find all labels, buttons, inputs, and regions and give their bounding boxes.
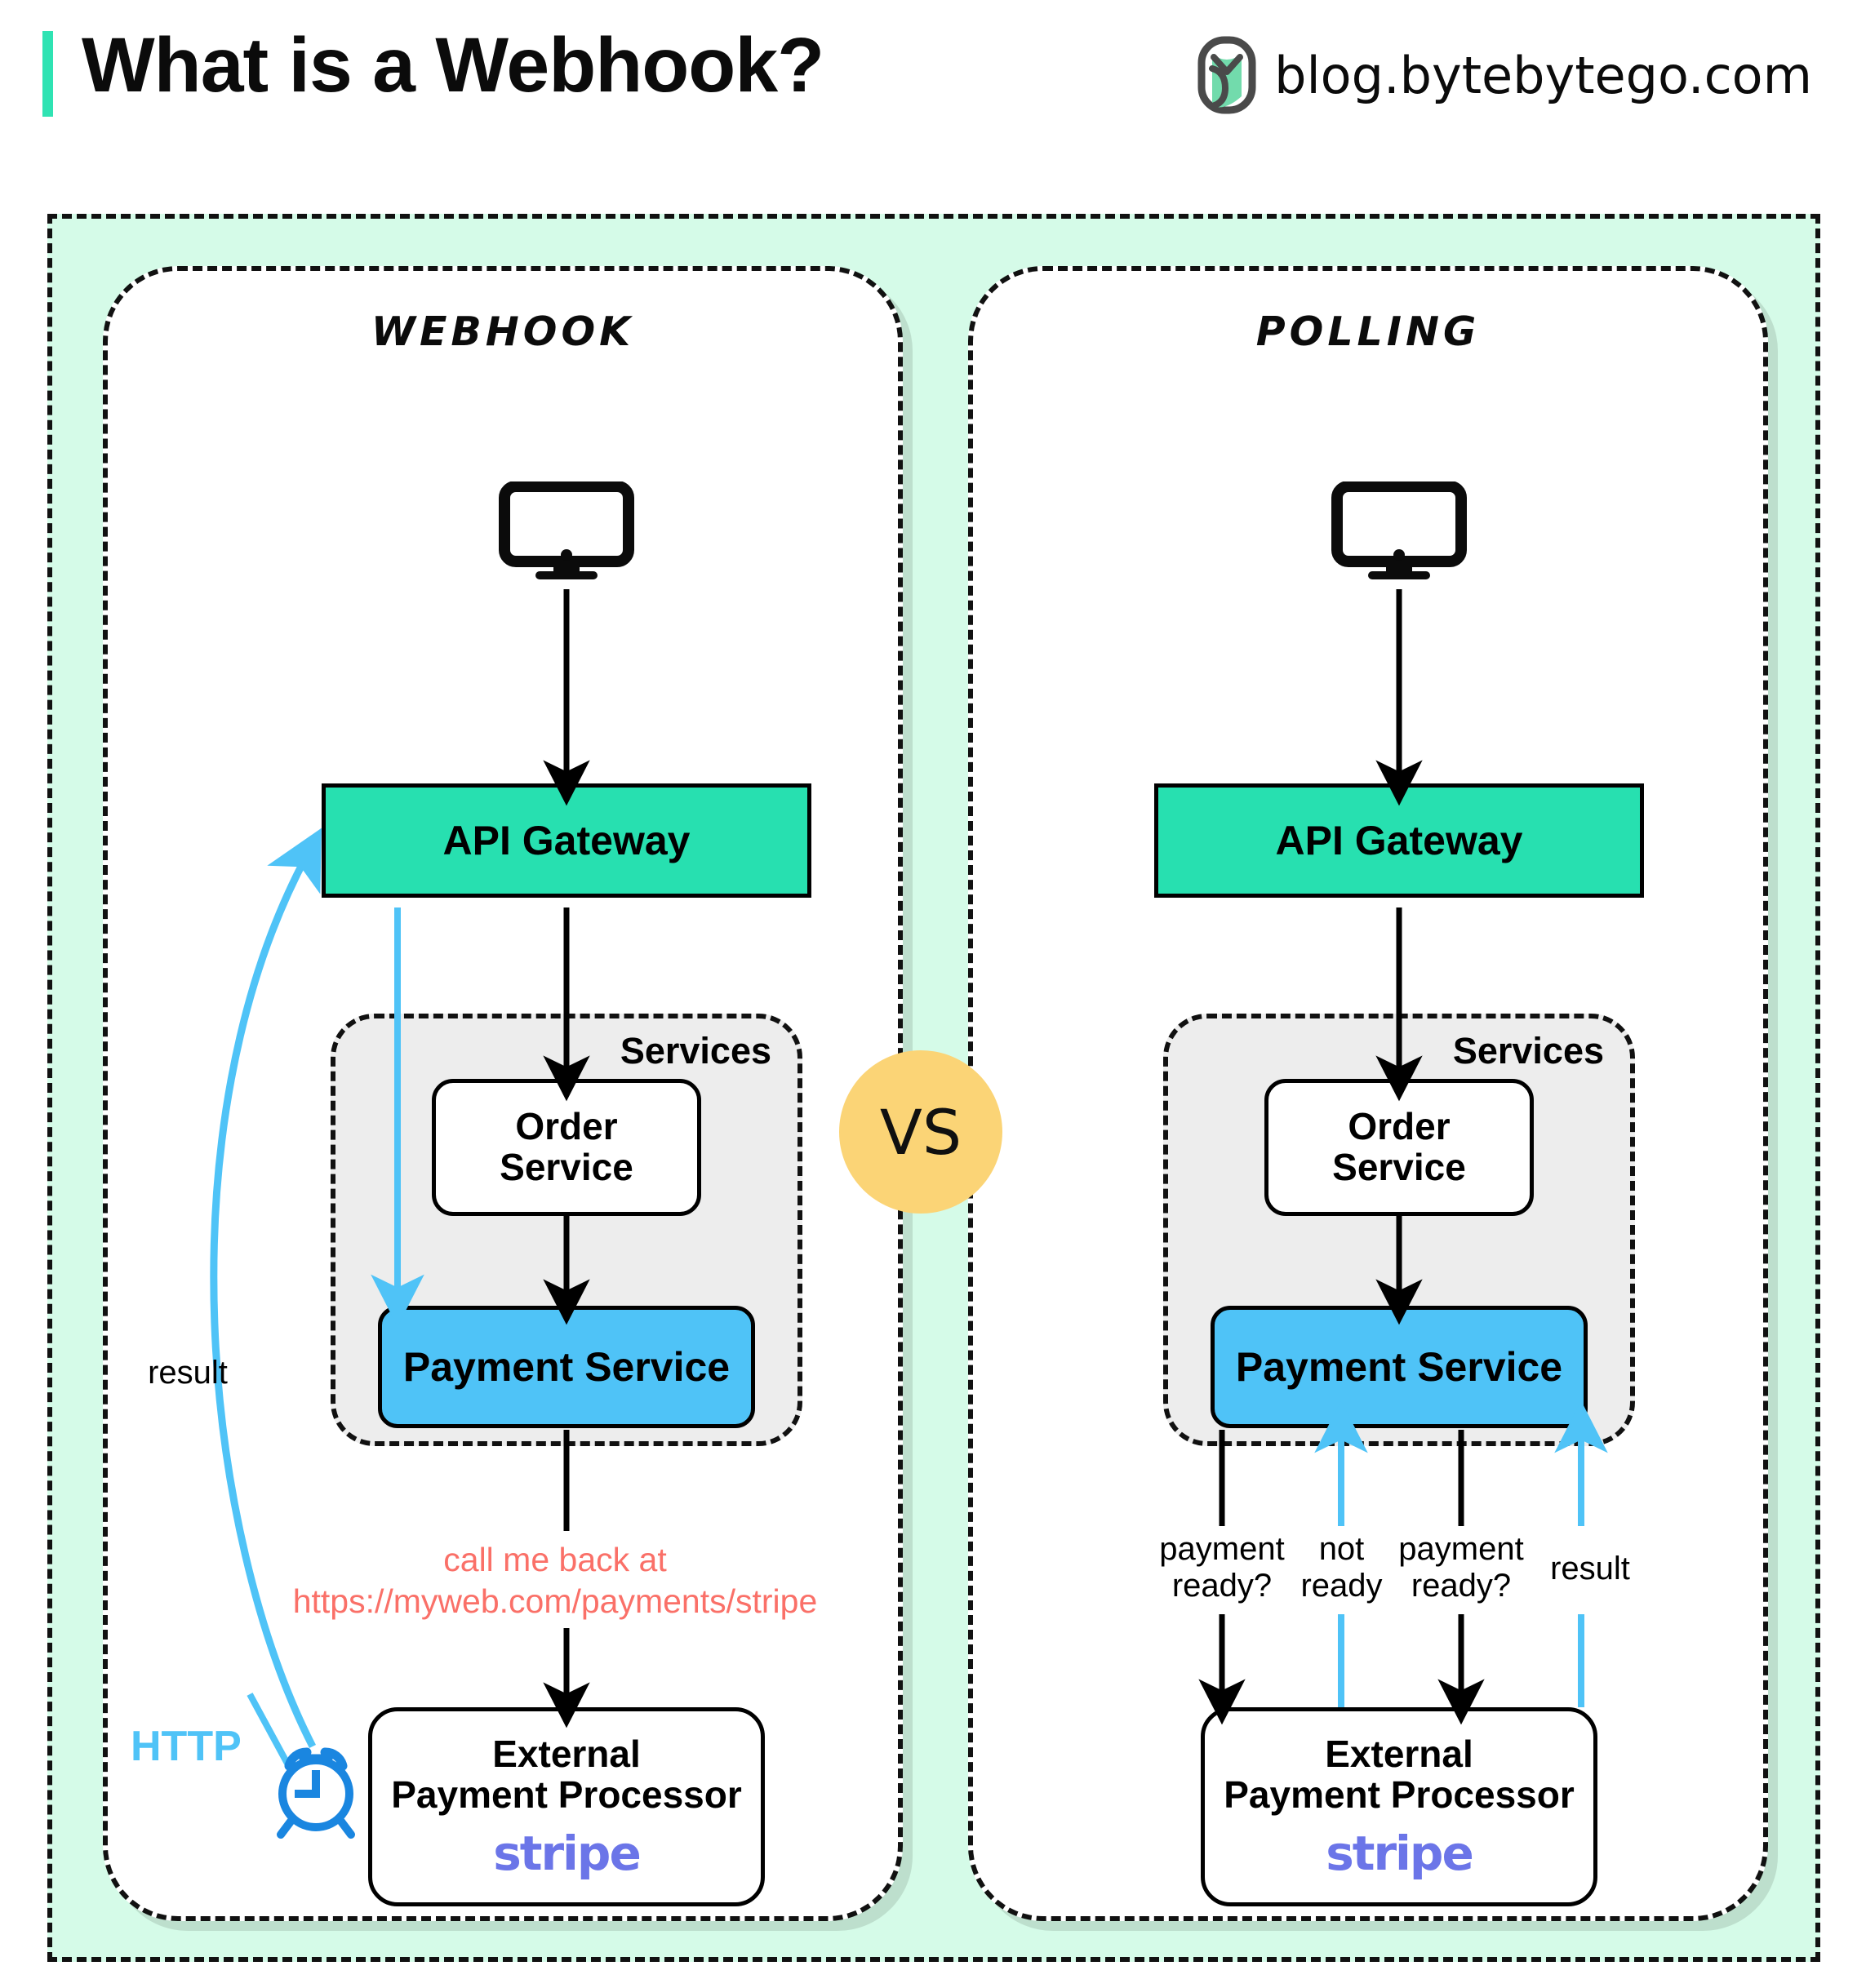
poll-label-payment-ready-2: payment ready? [1384,1531,1539,1604]
payment-service-polling[interactable]: Payment Service [1211,1306,1588,1428]
stripe-logo-polling: stripe [1326,1826,1474,1882]
poll-label-line1: not [1318,1531,1365,1567]
poll-label-payment-ready-1: payment ready? [1144,1531,1300,1604]
title-accent-bar [42,31,53,117]
page-header: What is a Webhook? blog.bytebytego.com [0,0,1866,196]
order-service-line2: Service [500,1146,633,1188]
callback-note-line1: call me back at [443,1541,667,1578]
order-service-polling[interactable]: Order Service [1264,1079,1534,1216]
alarm-clock-icon [277,1747,355,1839]
poll-label-line1: payment [1398,1531,1524,1567]
desktop-monitor-icon [1331,481,1467,579]
panel-title-polling: Polling [1255,292,1481,359]
payment-service-webhook[interactable]: Payment Service [378,1306,755,1428]
panel-title-webhook: Webhook [371,292,635,359]
order-service-line1: Order [1348,1105,1451,1148]
comparison-container: Webhook Polling [47,214,1820,1962]
poll-label-line2: ready [1300,1567,1383,1604]
poll-label-line2: ready? [1171,1567,1273,1604]
poll-label-line1: payment [1159,1531,1285,1567]
external-payment-processor-polling[interactable]: External Payment Processor stripe [1201,1707,1597,1906]
external-payment-processor-webhook[interactable]: External Payment Processor stripe [368,1707,765,1906]
order-service-line1: Order [515,1105,618,1148]
processor-line1: External [1325,1733,1473,1776]
order-service-line2: Service [1332,1146,1466,1188]
webhook-callback-note: call me back at https://myweb.com/paymen… [269,1539,841,1623]
order-service-webhook[interactable]: Order Service [432,1079,701,1216]
webhook-result-label: result [148,1355,228,1391]
page-title: What is a Webhook? [82,22,824,109]
poll-label-line2: ready? [1411,1567,1512,1604]
callback-note-line2: https://myweb.com/payments/stripe [292,1582,818,1621]
vs-badge: VS [839,1050,1002,1214]
bytebytego-leaf-logo-icon [1197,36,1256,114]
processor-line2: Payment Processor [391,1773,742,1816]
services-label-polling: Services [1452,1030,1604,1072]
api-gateway-webhook[interactable]: API Gateway [322,783,811,898]
services-label-webhook: Services [620,1030,771,1072]
stripe-logo-webhook: stripe [493,1826,642,1882]
brand-name: blog.bytebytego.com [1274,45,1812,105]
poll-label-line1: result [1550,1551,1630,1586]
processor-line2: Payment Processor [1224,1773,1575,1816]
desktop-monitor-icon [499,481,634,579]
brand-block: blog.bytebytego.com [1197,36,1812,114]
processor-line1: External [492,1733,641,1776]
api-gateway-polling[interactable]: API Gateway [1154,783,1644,898]
poll-label-result: result [1529,1551,1651,1587]
http-label: HTTP [131,1723,242,1770]
poll-label-not-ready: not ready [1278,1531,1405,1604]
